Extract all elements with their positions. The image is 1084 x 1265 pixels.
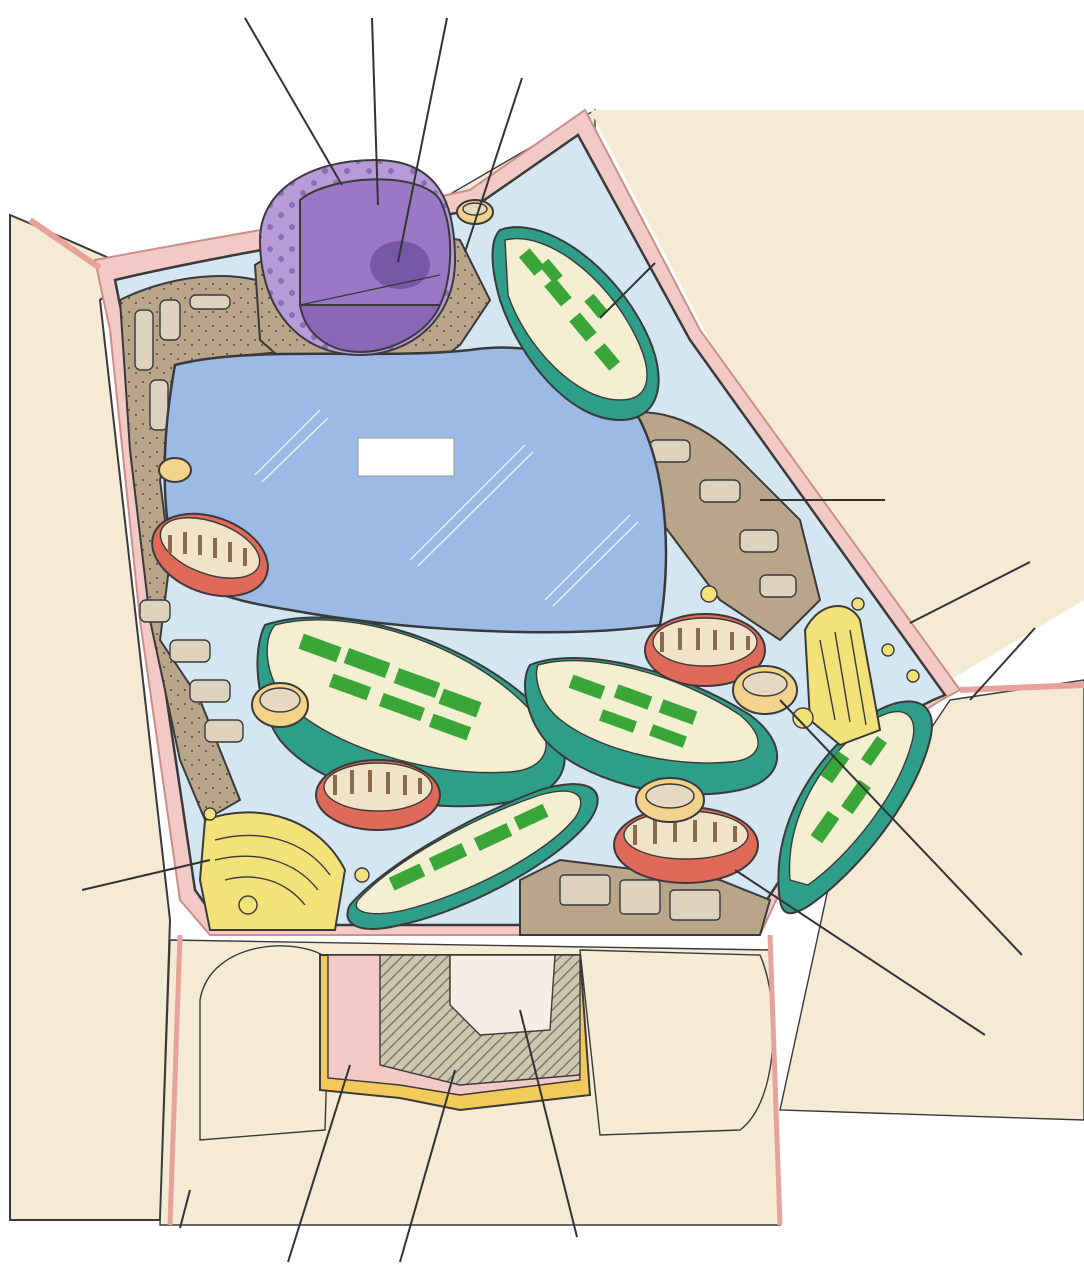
nucleoplasm [300, 179, 450, 305]
mitochondrion-center [316, 760, 440, 830]
plasmodesma-region [320, 955, 590, 1110]
blank-label-box [358, 438, 454, 476]
nucleus [260, 160, 455, 355]
